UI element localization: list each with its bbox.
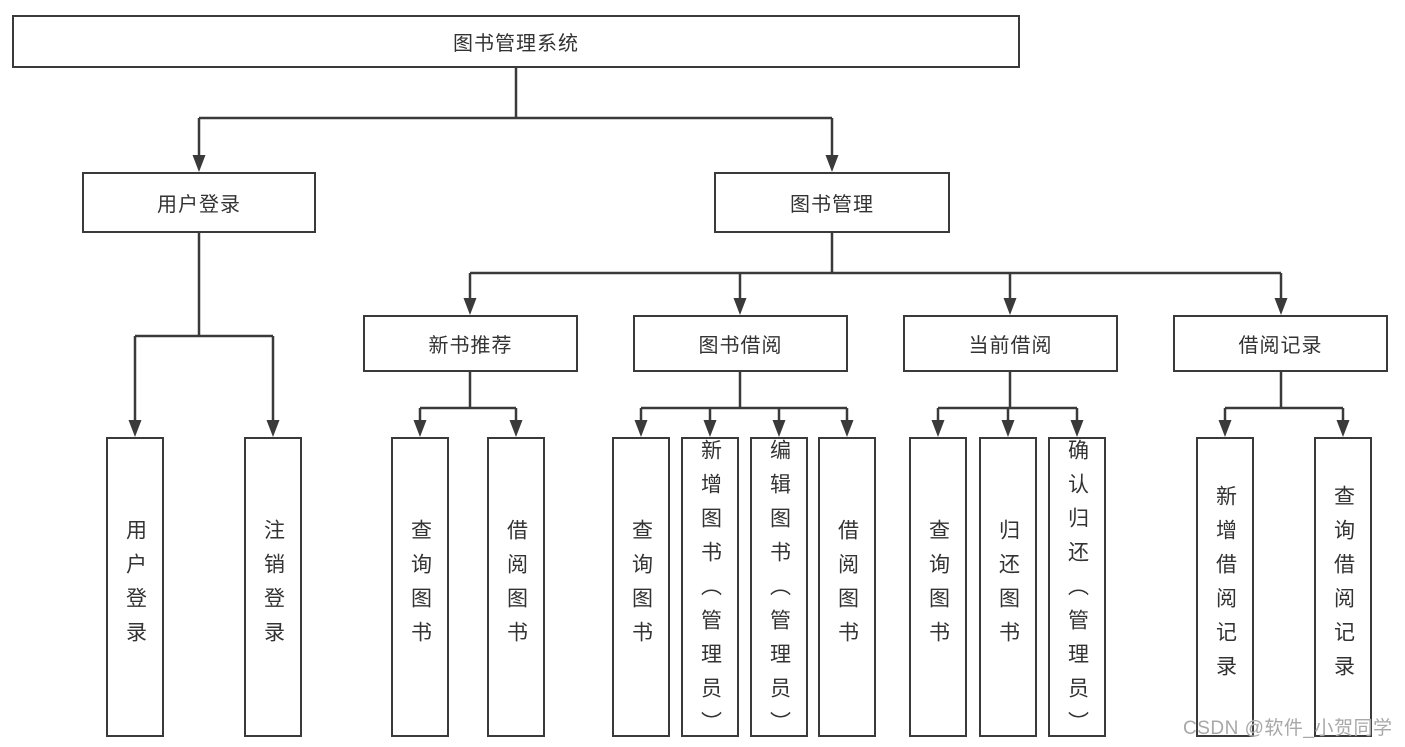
leaf-cur-query-books: 查询图书 [909,437,967,737]
node-current-borrowing: 当前借阅 [903,315,1118,372]
node-library-management-system: 图书管理系统 [12,15,1020,68]
leaf-rec-query-record-label: 查询借阅记录 [1331,485,1355,689]
connector-stems [133,68,1345,422]
node-user-login-label: 用户登录 [157,194,241,216]
leaf-rec-add-record-label: 新增借阅记录 [1213,485,1237,689]
leaf-rec-query-record: 查询借阅记录 [1314,437,1372,737]
leaf-cur-return-books-label: 归还图书 [996,519,1020,655]
leaf-bw-borrow-books-label: 借阅图书 [835,519,859,655]
csdn-watermark: CSDN @软件_小贺同学 [1183,718,1393,739]
leaf-bw-query-books: 查询图书 [612,437,670,737]
node-borrowing-records-label: 借阅记录 [1238,335,1323,357]
leaf-bw-query-books-label: 查询图书 [629,519,653,655]
leaf-logout-label: 注销登录 [261,519,285,655]
node-book-management: 图书管理 [714,172,950,233]
leaf-bw-edit-books-admin-label: 编辑图书（管理员） [767,439,791,745]
node-book-borrowing: 图书借阅 [633,315,848,372]
leaf-nb-borrow-books: 借阅图书 [487,437,545,737]
leaf-bw-add-books-admin-label: 新增图书（管理员） [698,439,722,745]
leaf-bw-borrow-books: 借阅图书 [818,437,876,737]
leaf-cur-confirm-return-admin-label: 确认归还（管理员） [1065,439,1089,745]
node-borrowing-records: 借阅记录 [1173,315,1388,372]
leaf-user-login: 用户登录 [106,437,164,737]
node-user-login: 用户登录 [82,172,316,233]
leaf-nb-query-books-label: 查询图书 [408,519,432,655]
node-new-book-recommend: 新书推荐 [363,315,578,372]
leaf-cur-confirm-return-admin: 确认归还（管理员） [1048,437,1106,745]
node-library-management-system-label: 图书管理系统 [453,33,579,55]
leaf-nb-query-books: 查询图书 [391,437,449,737]
leaf-cur-return-books: 归还图书 [979,437,1037,737]
leaf-bw-add-books-admin: 新增图书（管理员） [681,437,739,745]
leaf-nb-borrow-books-label: 借阅图书 [504,519,528,655]
leaf-cur-query-books-label: 查询图书 [926,519,950,655]
node-current-borrowing-label: 当前借阅 [968,335,1053,357]
node-book-borrowing-label: 图书借阅 [698,335,783,357]
node-book-management-label: 图书管理 [790,194,874,216]
leaf-bw-edit-books-admin: 编辑图书（管理员） [750,437,808,745]
leaf-logout: 注销登录 [244,437,302,737]
leaf-rec-add-record: 新增借阅记录 [1196,437,1254,737]
node-new-book-recommend-label: 新书推荐 [428,335,513,357]
leaf-user-login-label: 用户登录 [123,519,147,655]
